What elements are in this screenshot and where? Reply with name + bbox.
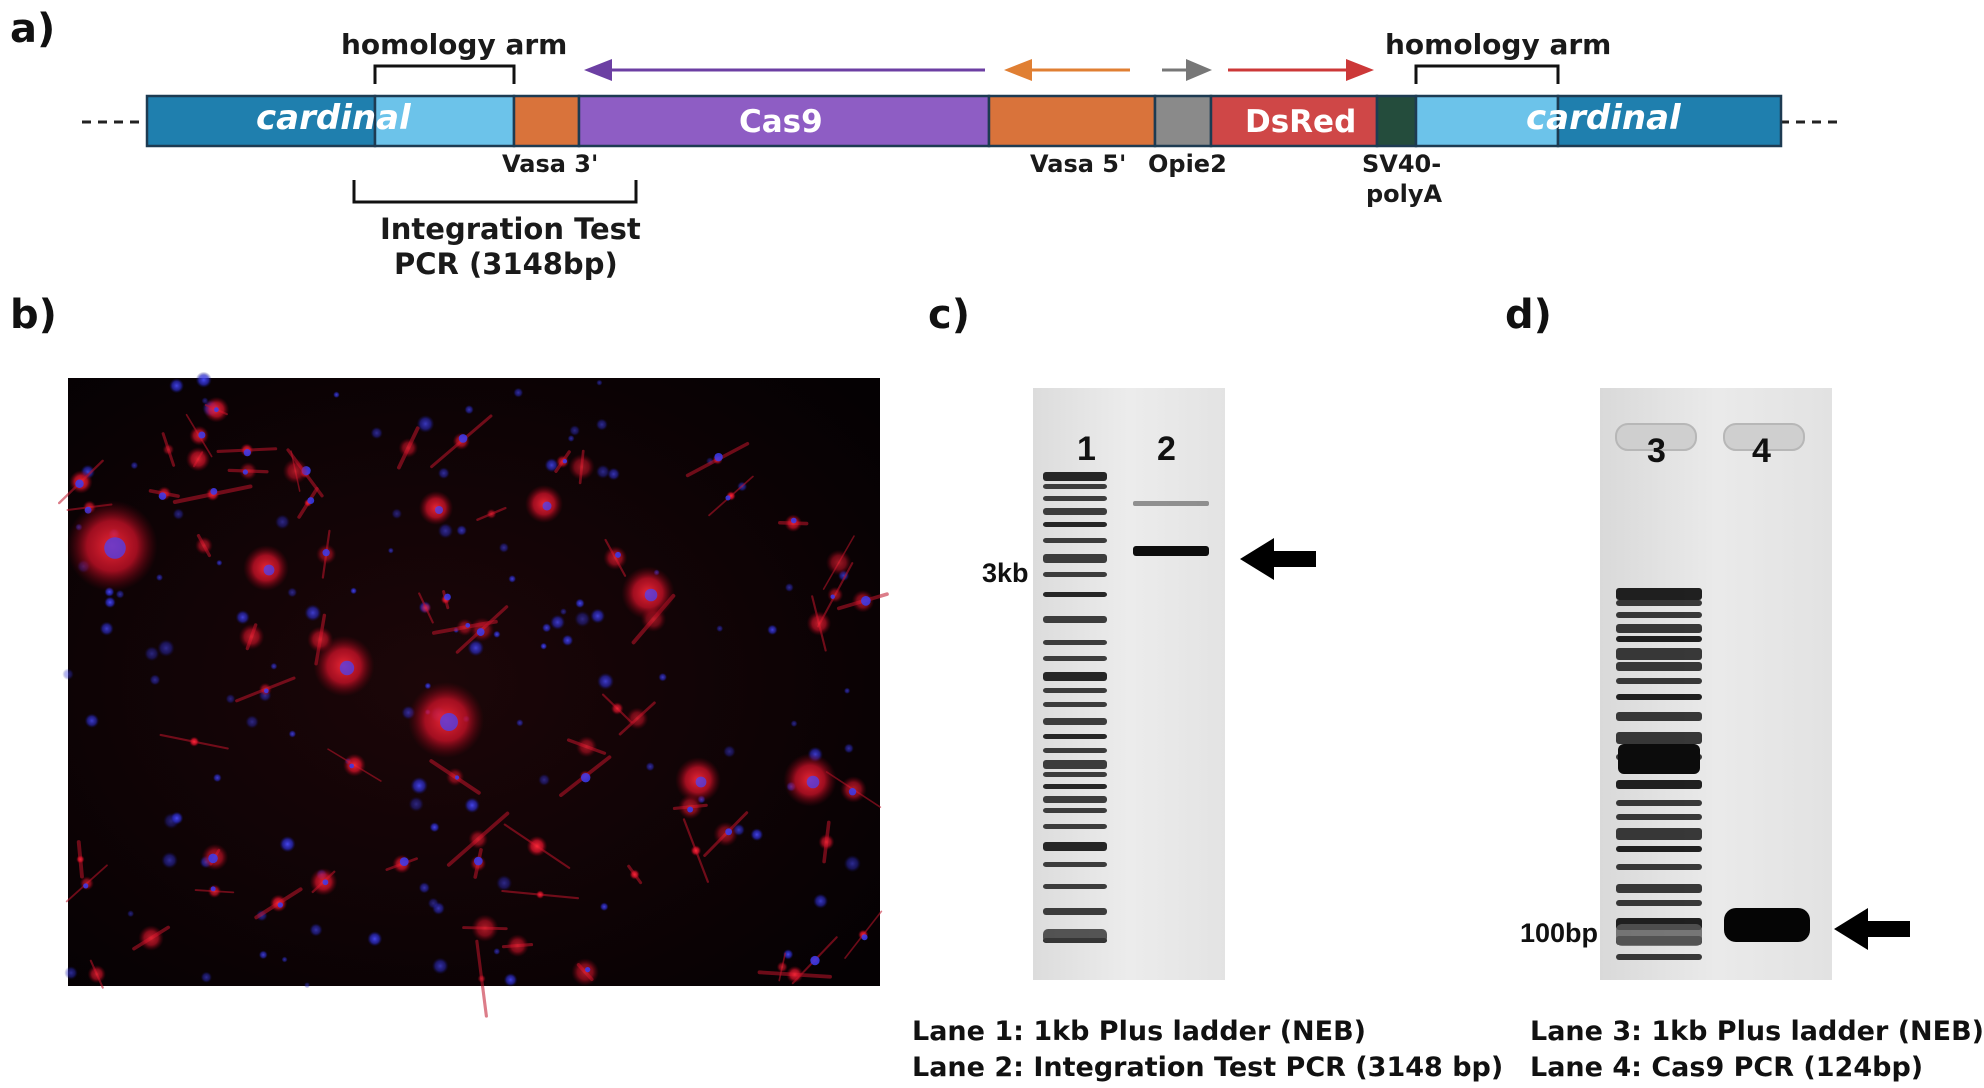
gel-c-marker-3kb: 3kb xyxy=(982,558,1029,588)
gel-d-lane3-label: 3 xyxy=(1647,432,1666,470)
label-sv40-line1: SV40- xyxy=(1362,150,1442,178)
gel-d-legend-2: Lane 4: Cas9 PCR (124bp) xyxy=(1530,1052,1924,1083)
gel-d-legend-1: Lane 3: 1kb Plus ladder (NEB) xyxy=(1530,1016,1984,1047)
construct-diagram xyxy=(82,59,1840,204)
arrow-opie2 xyxy=(1186,59,1212,81)
arrow-icon xyxy=(1240,538,1316,580)
segment-cardinal-left xyxy=(145,94,377,148)
arrow-vasa5 xyxy=(1004,59,1032,81)
bracket-integration xyxy=(352,180,638,204)
label-cardinal-right: cardinal xyxy=(1526,98,1681,138)
segment-homology-left xyxy=(373,94,516,148)
bracket-homology-left xyxy=(373,64,516,84)
gel-c-lane1-label: 1 xyxy=(1077,430,1096,468)
label-vasa5: Vasa 5' xyxy=(1030,150,1127,178)
gel-d-well-3 xyxy=(1615,423,1697,451)
gel-c-legend-2: Lane 2: Integration Test PCR (3148 bp) xyxy=(912,1052,1504,1083)
segment-cas9 xyxy=(577,94,991,148)
gel-d xyxy=(1600,388,1832,980)
label-integration-line1: Integration Test xyxy=(380,212,641,246)
label-homology-arm-left: homology arm xyxy=(341,28,568,61)
panel-label-c: c) xyxy=(928,292,970,338)
gel-c xyxy=(1033,388,1225,980)
label-cas9: Cas9 xyxy=(739,104,823,140)
bracket-homology-right xyxy=(1414,64,1560,84)
label-dsred: DsRed xyxy=(1245,104,1357,140)
panel-label-d: d) xyxy=(1505,292,1552,338)
panel-label-b: b) xyxy=(10,292,57,338)
gel-d-well-4 xyxy=(1723,423,1805,451)
label-integration-line2: PCR (3148bp) xyxy=(394,247,618,281)
gel-c-legend-1: Lane 1: 1kb Plus ladder (NEB) xyxy=(912,1016,1367,1047)
fluorescence-micrograph xyxy=(58,371,889,1018)
gel-d-lane4-label: 4 xyxy=(1752,432,1771,470)
arrow-icon xyxy=(1834,908,1910,950)
segment-vasa3 xyxy=(512,94,581,148)
label-vasa3: Vasa 3' xyxy=(502,150,599,178)
label-sv40-line2: polyA xyxy=(1366,180,1443,208)
segment-vasa5 xyxy=(987,94,1157,148)
segment-cardinal-right xyxy=(1556,94,1783,148)
segment-opie2 xyxy=(1153,94,1213,148)
arrow-dsred xyxy=(1346,59,1374,81)
segment-sv40 xyxy=(1375,94,1418,148)
panel-label-a: a) xyxy=(10,6,56,52)
label-opie2: Opie2 xyxy=(1148,150,1227,178)
arrow-cas9 xyxy=(584,59,612,81)
gel-d-marker-100bp: 100bp xyxy=(1520,918,1599,948)
gel-c-lane2-label: 2 xyxy=(1157,430,1176,468)
label-homology-arm-right: homology arm xyxy=(1385,28,1612,61)
label-cardinal-left: cardinal xyxy=(256,98,411,138)
